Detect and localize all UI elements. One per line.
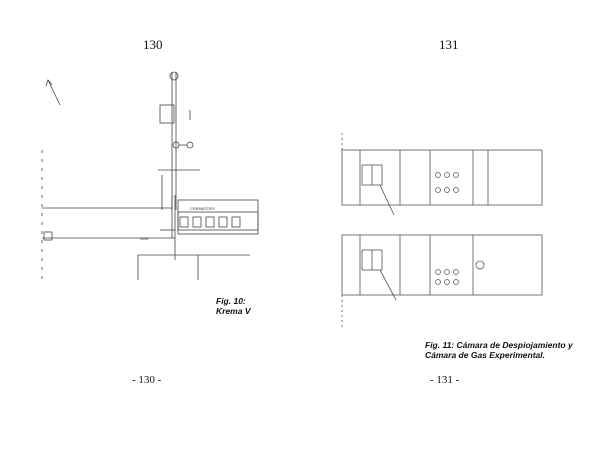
left-page: 130 bbox=[41, 37, 286, 386]
caption-line-1: Fig. 11: Cámara de Despiojamiento y bbox=[425, 340, 573, 350]
plan-label-crematory: CREMATORY bbox=[190, 206, 215, 211]
caption-line-1: Fig. 10: bbox=[216, 296, 246, 306]
figure-caption: Fig. 11: Cámara de Despiojamiento y Cáma… bbox=[425, 340, 585, 360]
delousing-and-gas-chamber-plan bbox=[341, 132, 543, 330]
page-number-top: 130 bbox=[143, 37, 163, 52]
figure-caption: Fig. 10: Krema V bbox=[216, 296, 286, 316]
right-page: 131 bbox=[300, 0, 600, 471]
page-number-top: 131 bbox=[439, 37, 459, 52]
page-number-bottom: - 130 - bbox=[132, 374, 162, 386]
caption-line-2: Cámara de Gas Experimental. bbox=[425, 350, 546, 360]
krema-v-floor-plan: GAS CREMATORY bbox=[41, 71, 259, 280]
plan-label-gas: GAS bbox=[140, 236, 149, 241]
caption-line-2: Krema V bbox=[216, 306, 251, 316]
page-number-bottom: - 131 - bbox=[430, 374, 460, 386]
